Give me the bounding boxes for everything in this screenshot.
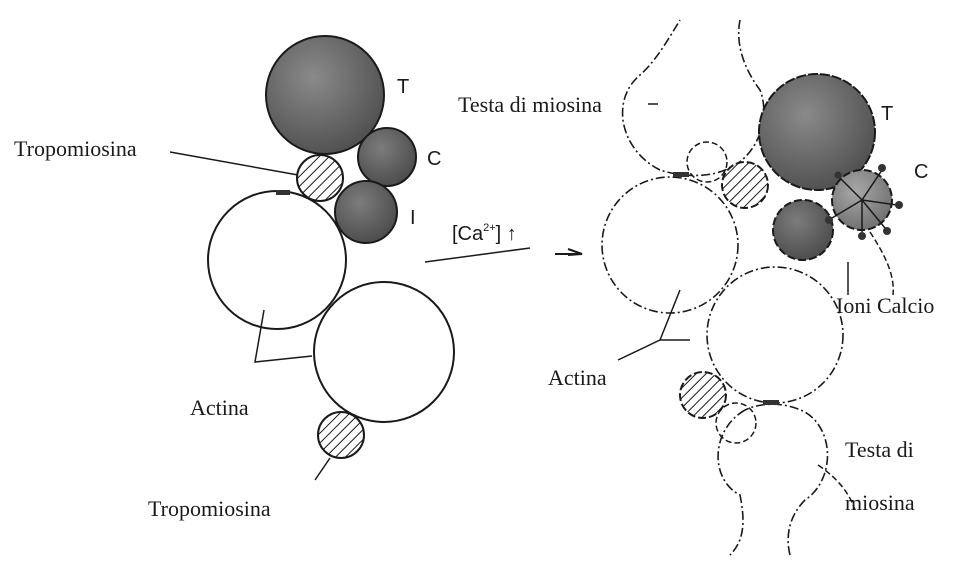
right-panel: Testa di miosina T C Ioni Calcio Actina …: [458, 20, 934, 555]
contact-mark-right-bottom: [763, 400, 779, 405]
label-i-left: I: [410, 207, 416, 229]
tropomyosin-circle-bottom-left: [318, 412, 364, 458]
label-actina-left: Actina: [190, 395, 249, 420]
pointer-ioni-calcio: [870, 232, 893, 295]
troponin-i-circle: [335, 181, 397, 243]
label-t-left: T: [397, 76, 409, 98]
myosin-head-bottom: [718, 404, 827, 555]
pointer-tropomiosina-top: [170, 152, 298, 175]
arrow-line: [425, 248, 530, 262]
pointer-tropomiosina-bottom: [315, 458, 330, 480]
label-c-right: C: [914, 161, 928, 183]
myosin-head-top: [623, 20, 764, 175]
label-ioni-calcio: Ioni Calcio: [836, 293, 934, 318]
label-tropomiosina-bottom: Tropomiosina: [148, 496, 271, 521]
label-testa-miosina-top: Testa di miosina: [458, 92, 602, 117]
label-t-right: T: [881, 103, 893, 125]
calcium-arrow-group: [Ca2+] ↑: [425, 222, 582, 262]
troponin-c-circle: [358, 128, 416, 186]
actin-circle-lower-left: [314, 282, 454, 422]
label-actina-right: Actina: [548, 365, 607, 390]
tropomyosin-circle-top-right: [722, 162, 768, 208]
actin-circle-upper-right: [602, 177, 738, 313]
actin-circle-lower-right: [707, 267, 843, 403]
tropomyosin-circle-top-left: [297, 155, 343, 201]
label-tropomiosina-top: Tropomiosina: [14, 136, 137, 161]
actin-circle-upper-left: [208, 191, 346, 329]
label-testa-di: Testa di: [845, 437, 914, 462]
label-c-left: C: [427, 148, 441, 170]
troponin-i-circle-right: [773, 200, 833, 260]
left-panel: T C I Tropomiosina Actina Tropomiosina: [14, 36, 454, 521]
label-miosina-bottom: miosina: [845, 490, 915, 515]
contact-mark-left: [276, 190, 290, 195]
label-ca-ion: [Ca2+] ↑: [452, 222, 517, 245]
contact-mark-right-top: [673, 172, 689, 177]
